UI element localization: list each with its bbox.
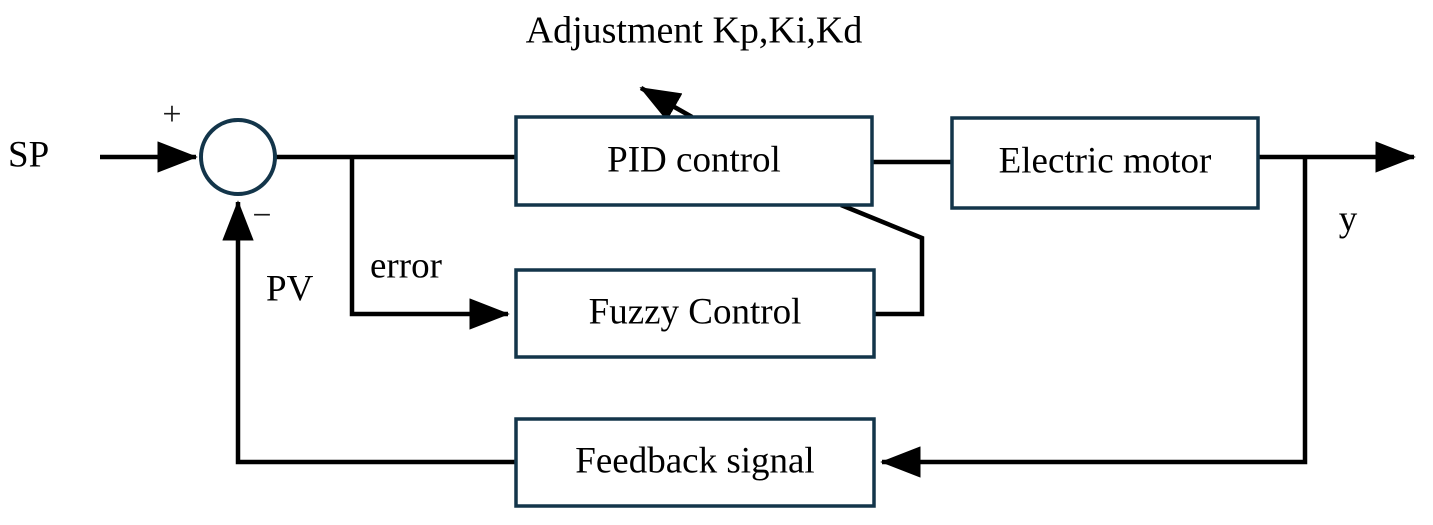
block-label-fuzzy-control: Fuzzy Control (589, 291, 802, 332)
output-label: y (1339, 198, 1358, 239)
block-label-feedback-signal: Feedback signal (575, 440, 814, 481)
wire-pid-to-adjustment (639, 86, 694, 121)
wire-output-to-feedback (880, 157, 1308, 478)
block-electric-motor[interactable] (950, 116, 1260, 210)
plus-sign-label: + (162, 96, 181, 133)
wire-error-branch-to-fuzzy (349, 157, 510, 330)
minus-sign-label: − (252, 197, 271, 234)
block-label-electric-motor: Electric motor (999, 140, 1212, 181)
error-label: error (370, 245, 442, 286)
block-feedback-signal[interactable] (514, 417, 876, 508)
process-variable-label: PV (266, 268, 314, 309)
block-label-pid-control: PID control (607, 139, 781, 180)
summing-junction[interactable] (199, 118, 277, 196)
wire-feedback-to-sum (222, 200, 516, 465)
adjustment-title-label: Adjustment Kp,Ki,Kd (526, 10, 863, 52)
block-pid-control[interactable] (514, 115, 874, 207)
block-fuzzy-control[interactable] (514, 268, 876, 359)
setpoint-label: SP (8, 134, 49, 175)
wire-fuzzy-to-pid (840, 202, 925, 317)
